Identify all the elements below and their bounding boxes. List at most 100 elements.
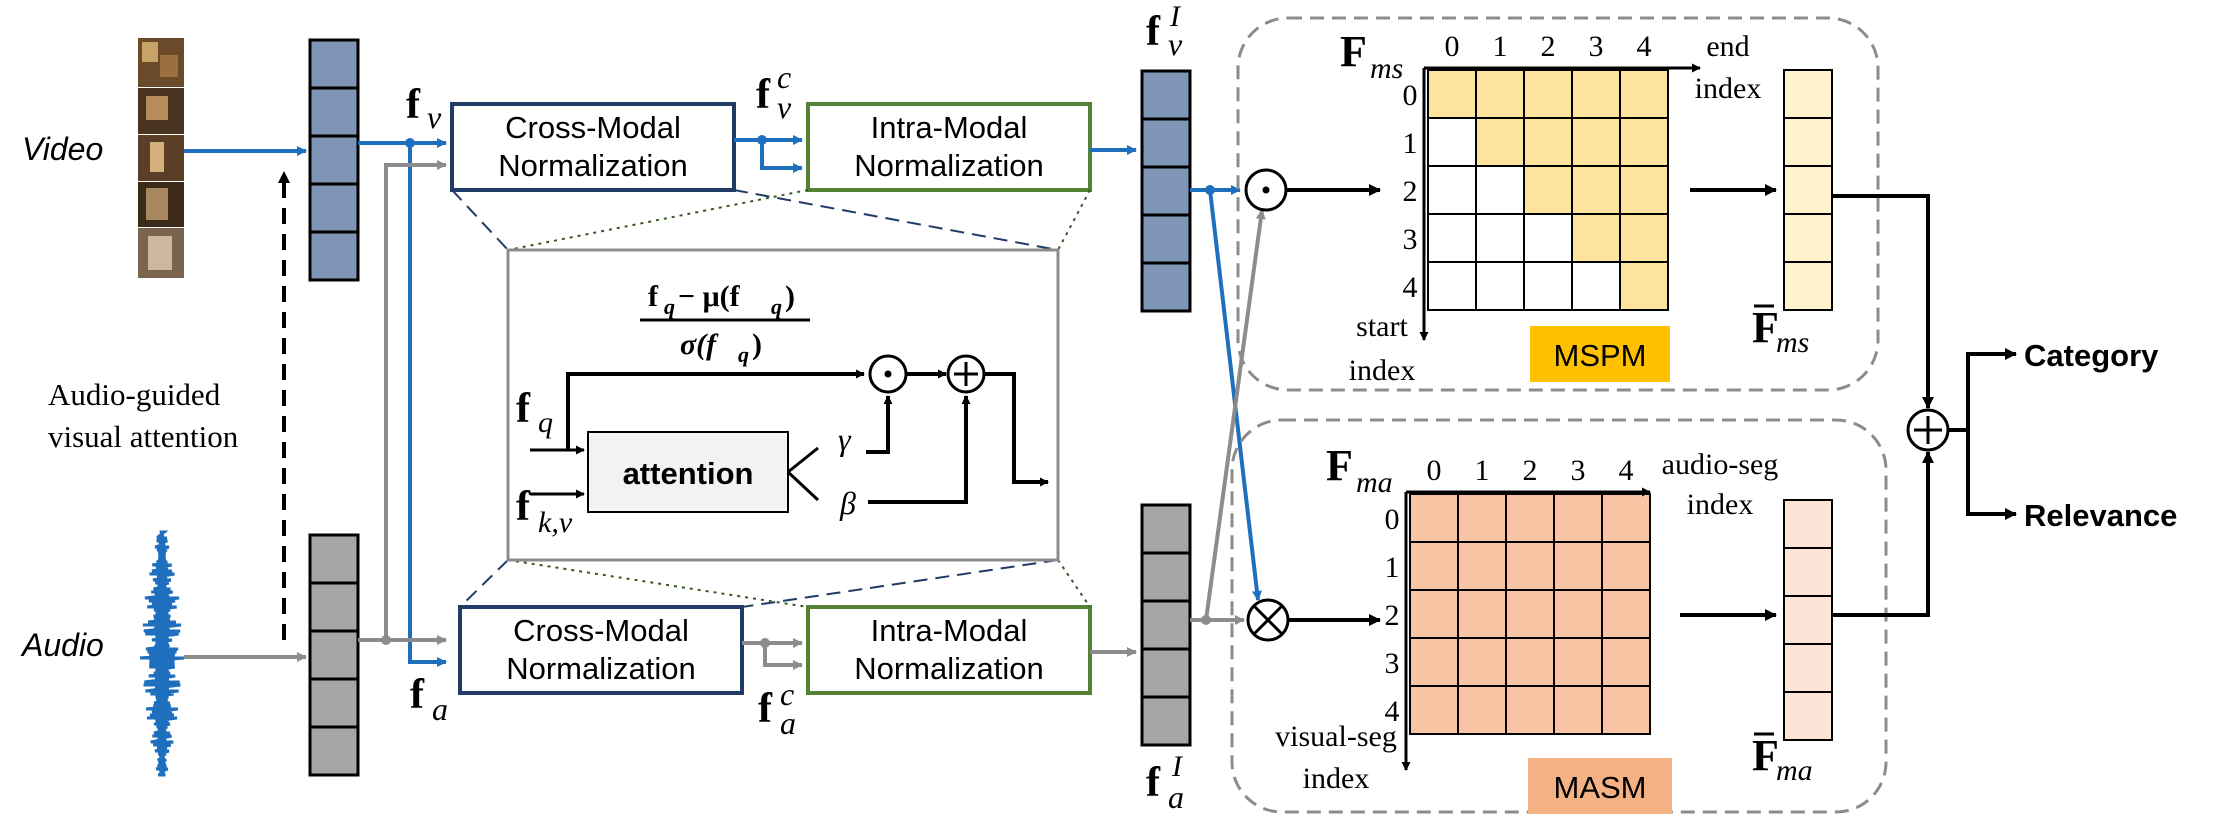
video-feature-column: [308, 38, 360, 282]
beta-label: β: [839, 485, 856, 521]
svg-text:Normalization: Normalization: [506, 651, 696, 686]
mspm-end-index-line2: index: [1695, 72, 1762, 105]
mspm-row-index: 2: [1403, 175, 1418, 208]
mspm-cell: [1571, 213, 1621, 263]
mspm-cell: [1427, 117, 1477, 167]
fac-label: f a c: [758, 676, 796, 741]
mspm-badge: [1530, 326, 1670, 382]
svg-text:q: q: [664, 294, 675, 319]
relevance-output: Relevance: [2024, 498, 2177, 533]
svg-text:Intra-Modal: Intra-Modal: [871, 110, 1028, 145]
mspm-col-index: 4: [1637, 30, 1652, 63]
mspm-grid: [1427, 69, 1669, 311]
masm-cell: [1601, 637, 1651, 687]
mspm-cell: [1523, 165, 1573, 215]
mspm-cell: [1619, 261, 1669, 311]
masm-cell: [1553, 589, 1603, 639]
masm-cell: [1505, 493, 1555, 543]
mspm-row-index: 4: [1403, 271, 1418, 304]
svg-text:a: a: [432, 691, 448, 727]
svg-text:σ(f: σ(f: [680, 328, 719, 361]
svg-text:f: f: [516, 386, 531, 432]
svg-text:Normalization: Normalization: [854, 148, 1044, 183]
svg-text:v: v: [427, 99, 442, 135]
svg-text:Intra-Modal: Intra-Modal: [871, 613, 1028, 648]
normalization-formula: f q − μ(f q ) σ(f q ): [640, 280, 810, 367]
mspm-cell: [1571, 165, 1621, 215]
mspm-badge-label: MSPM: [1554, 338, 1647, 373]
mspm-row-index: 3: [1403, 223, 1418, 256]
masm-badge-label: MASM: [1554, 770, 1647, 805]
mspm-col-index: 2: [1541, 30, 1556, 63]
masm-cell: [1409, 493, 1459, 543]
mspm-title: F ms: [1340, 27, 1403, 85]
svg-text:q: q: [771, 294, 782, 319]
mspm-cell: [1475, 213, 1525, 263]
masm-cell: [1457, 685, 1507, 735]
mspm-cell: [1475, 117, 1525, 167]
mspm-cell: [1619, 117, 1669, 167]
svg-text:c: c: [777, 59, 791, 95]
svg-text:F: F: [1340, 27, 1367, 76]
masm-badge: [1528, 758, 1672, 814]
masm-x-index-line1: audio-seg: [1662, 448, 1779, 481]
svg-text:): ): [785, 280, 795, 313]
svg-text:a: a: [1168, 779, 1184, 815]
svg-text:Normalization: Normalization: [854, 651, 1044, 686]
svg-text:f: f: [648, 280, 659, 313]
svg-text:f: f: [1146, 760, 1161, 806]
svg-text:f: f: [1146, 9, 1161, 55]
mspm-cell: [1427, 213, 1477, 263]
gamma-label: γ: [838, 421, 852, 457]
mspm-cell: [1619, 165, 1669, 215]
mspm-cell: [1523, 69, 1573, 119]
mspm-col-index: 1: [1493, 30, 1508, 63]
masm-row-index: 0: [1385, 503, 1400, 536]
mspm-end-index-line1: end: [1706, 30, 1749, 63]
fv-label: f v: [406, 82, 442, 135]
svg-text:a: a: [780, 705, 796, 741]
mspm-cell: [1475, 165, 1525, 215]
mspm-cell: [1571, 117, 1621, 167]
masm-row-index: 2: [1385, 599, 1400, 632]
svg-text:F: F: [1752, 731, 1779, 780]
svg-text:I: I: [1171, 750, 1184, 783]
svg-text:Cross-Modal: Cross-Modal: [513, 613, 689, 648]
svg-text:f: f: [406, 82, 421, 128]
mspm-col-index: 3: [1589, 30, 1604, 63]
mspm-cell: [1619, 69, 1669, 119]
masm-cell: [1409, 685, 1459, 735]
masm-col-index: 3: [1571, 454, 1586, 487]
masm-cell: [1505, 637, 1555, 687]
svg-text:F: F: [1326, 441, 1353, 490]
cross-modal-norm-video: Cross-Modal Normalization: [450, 102, 736, 192]
svg-text:f: f: [758, 686, 773, 732]
attention-block: [587, 431, 789, 513]
video-intra-feature-column: [1140, 69, 1192, 313]
masm-cell: [1553, 685, 1603, 735]
svg-text:ma: ma: [1356, 466, 1393, 499]
mspm-cell: [1619, 213, 1669, 263]
fms-pooled-label: F ms: [1752, 303, 1809, 359]
fkv-label: f k,v: [516, 484, 573, 539]
masm-cell: [1553, 541, 1603, 591]
masm-x-index-line2: index: [1687, 488, 1754, 521]
svg-text:− μ(f: − μ(f: [678, 280, 741, 313]
mspm-cell: [1523, 117, 1573, 167]
mspm-col-index: 0: [1445, 30, 1460, 63]
svg-text:c: c: [780, 676, 794, 712]
cross-modal-norm-audio: Cross-Modal Normalization: [458, 605, 744, 695]
masm-cell: [1457, 493, 1507, 543]
svg-text:f: f: [756, 72, 771, 118]
fvI-label: f v I: [1146, 0, 1183, 62]
masm-cell: [1505, 685, 1555, 735]
mspm-row-index: 1: [1403, 127, 1418, 160]
mspm-module-frame: [1236, 16, 1880, 392]
mspm-cell: [1523, 213, 1573, 263]
fma-pooled-label: F ma: [1752, 731, 1813, 787]
